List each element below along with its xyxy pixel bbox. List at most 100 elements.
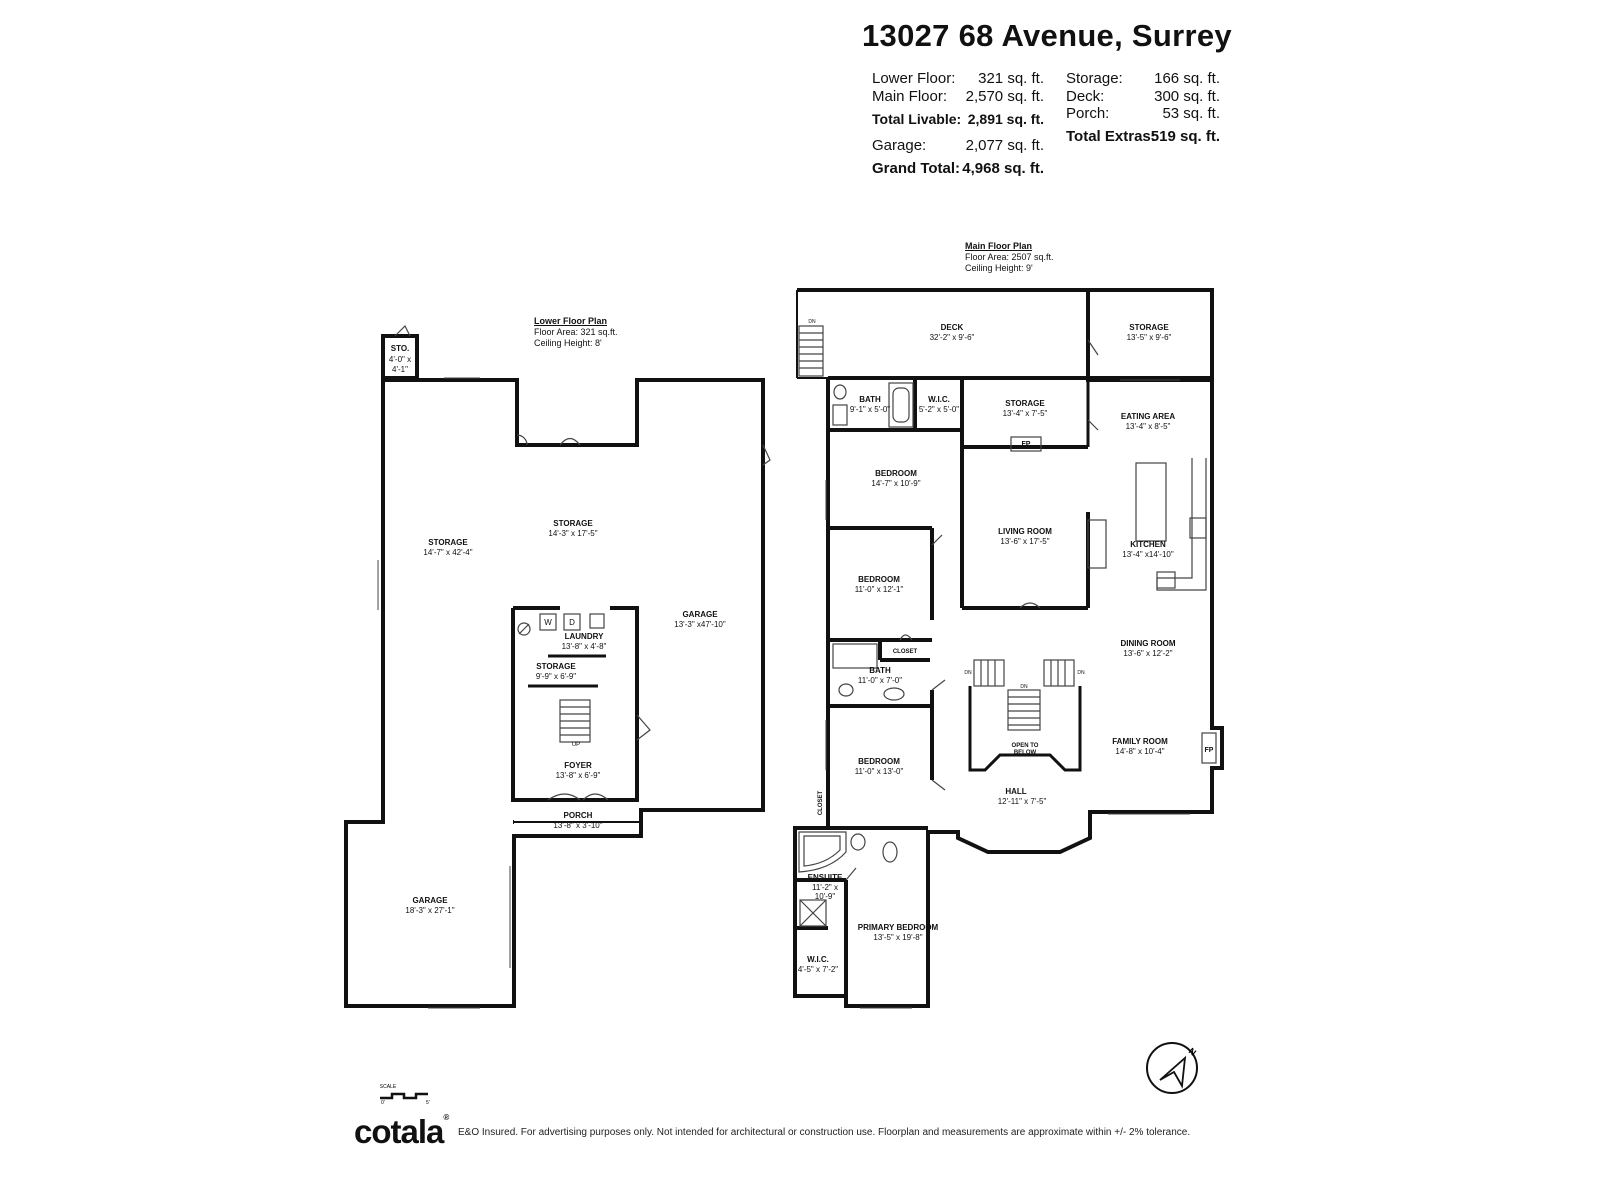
main-plan-area: Floor Area: 2507 sq.ft. <box>965 252 1054 262</box>
room-name: BATH <box>859 395 881 404</box>
room-name: STORAGE <box>536 662 576 671</box>
stair-down-label: DN <box>808 319 816 325</box>
stair-down-label: DN <box>964 670 972 676</box>
room-name: ENSUITE <box>808 873 843 882</box>
scale-label: SCALE <box>380 1084 397 1090</box>
room-name: FOYER <box>564 761 592 770</box>
room-dims: 14'-7" x 42'-4" <box>423 548 472 557</box>
room-name: BEDROOM <box>858 757 900 766</box>
fireplace-label: FP <box>1205 747 1214 754</box>
disclaimer: E&O Insured. For advertising purposes on… <box>458 1127 1191 1138</box>
room-name: W.I.C. <box>928 395 950 404</box>
compass-icon: N <box>1146 1042 1198 1094</box>
registered-mark: ® <box>443 1113 449 1122</box>
room-dims: 12'-11" x 7'-5" <box>998 797 1047 806</box>
room-dims: 13'-6" x 17'-5" <box>1000 537 1049 546</box>
lower-floor-walls <box>344 334 765 1008</box>
stair-down-label: DN <box>1020 684 1028 690</box>
main-plan-title: Main Floor Plan <box>965 241 1033 251</box>
area-label: Main Floor: <box>872 88 948 105</box>
area-value: 4,968 sq. ft. <box>962 160 1044 177</box>
fireplace-label: FP <box>1022 441 1031 448</box>
room-dims: 9'-1" x 5'-0" <box>850 405 890 414</box>
brand-logo: cotala® <box>354 1113 449 1151</box>
area-value: 2,077 sq. ft. <box>965 137 1044 154</box>
area-label: Total Extras: <box>1066 128 1156 145</box>
lower-floor-details <box>377 324 771 1009</box>
room-name: STO. <box>391 344 410 353</box>
main-floor-walls <box>793 288 1224 1008</box>
room-name: DINING ROOM <box>1120 639 1175 648</box>
room-dims: 11'-0" x 12'-1" <box>855 585 904 594</box>
main-plan-header: Main Floor Plan Floor Area: 2507 sq.ft. … <box>965 241 1054 274</box>
lower-outline <box>344 378 765 1008</box>
room-name: EATING AREA <box>1121 412 1175 421</box>
area-value: 300 sq. ft. <box>1154 88 1220 105</box>
main-floor-details <box>798 325 1217 1009</box>
room-name: W.I.C. <box>807 955 829 964</box>
area-value: 519 sq. ft. <box>1150 128 1220 145</box>
room-dims: 13'-6" x 12'-2" <box>1123 649 1172 658</box>
lower-plan-title: Lower Floor Plan <box>534 316 608 326</box>
room-dims: 13'-4" x14'-10" <box>1122 550 1174 559</box>
stair-up-label: UP <box>572 742 580 748</box>
room-name: FAMILY ROOM <box>1112 737 1168 746</box>
room-name: PRIMARY BEDROOM <box>858 923 939 932</box>
room-dims: 11'-0" x 7'-0" <box>858 676 902 685</box>
room-name: STORAGE <box>1005 399 1045 408</box>
room-dims: 9'-9" x 6'-9" <box>536 672 576 681</box>
area-label: Lower Floor: <box>872 70 956 87</box>
room-name: CLOSET <box>893 649 918 655</box>
room-name: STORAGE <box>553 519 593 528</box>
room-dims: 5'-2" x 5'-0" <box>919 405 959 414</box>
area-value: 166 sq. ft. <box>1154 70 1220 87</box>
room-dims: 13'-4" x 8'-5" <box>1126 422 1171 431</box>
room-dims: 14'-8" x 10'-4" <box>1115 747 1164 756</box>
room-dims: 13'-4" x 7'-5" <box>1003 409 1048 418</box>
dryer-label: D <box>569 618 575 627</box>
main-plan-ceiling: Ceiling Height: 9' <box>965 263 1033 273</box>
room-name: LIVING ROOM <box>998 527 1052 536</box>
room-name: BEDROOM <box>875 469 917 478</box>
main-outline <box>793 376 1224 1008</box>
area-value: 53 sq. ft. <box>1162 105 1220 122</box>
room-dims: 4'-5" x 7'-2" <box>798 965 838 974</box>
room-dims: 11'-0" x 13'-0" <box>855 767 904 776</box>
room-dims: 13'-5" x 19'-8" <box>873 933 922 942</box>
area-label: Deck: <box>1066 88 1105 105</box>
lower-inner-wall <box>511 606 639 802</box>
area-value: 2,570 sq. ft. <box>965 88 1044 105</box>
brand-logo-text: cotala <box>354 1113 444 1150</box>
scale-bar: SCALE 0' 5' <box>380 1084 430 1106</box>
room-dims: 13'-8" x 6'-9" <box>556 771 601 780</box>
room-dims: 4'-1" <box>392 365 408 374</box>
room-dims: 11'-2" x <box>812 883 838 892</box>
room-name: DECK <box>941 323 964 332</box>
lower-plan-header: Lower Floor Plan Floor Area: 321 sq.ft. … <box>534 316 618 349</box>
room-name: GARAGE <box>682 610 718 619</box>
room-name: KITCHEN <box>1130 540 1166 549</box>
area-label: Total Livable: <box>872 111 962 127</box>
area-label: Storage: <box>1066 70 1123 87</box>
open-to-below: OPEN TO <box>1012 743 1039 749</box>
room-dims: 14'-3" x 17'-5" <box>548 529 597 538</box>
room-name: BATH <box>869 666 891 675</box>
room-name: STORAGE <box>428 538 468 547</box>
area-value: 321 sq. ft. <box>978 70 1044 87</box>
room-dims: 13'-3" x47'-10" <box>674 620 726 629</box>
scale-zero: 0' <box>381 1100 385 1106</box>
room-name: HALL <box>1005 787 1026 796</box>
area-label: Porch: <box>1066 105 1110 122</box>
room-dims: 13'-5" x 9'-6" <box>1127 333 1172 342</box>
area-value: 2,891 sq. ft. <box>967 111 1044 127</box>
room-dims: 4'-0" x <box>389 355 411 364</box>
room-name: PORCH <box>564 811 593 820</box>
stair-down-label: DN <box>1077 670 1085 676</box>
area-label: Grand Total: <box>872 160 961 177</box>
area-label: Garage: <box>872 137 927 154</box>
open-to-below: BELOW <box>1014 750 1037 756</box>
room-name: LAUNDRY <box>565 632 604 641</box>
room-dims: 32'-2" x 9'-6" <box>930 333 975 342</box>
room-dims: 13'-8" x 4'-8" <box>562 642 607 651</box>
